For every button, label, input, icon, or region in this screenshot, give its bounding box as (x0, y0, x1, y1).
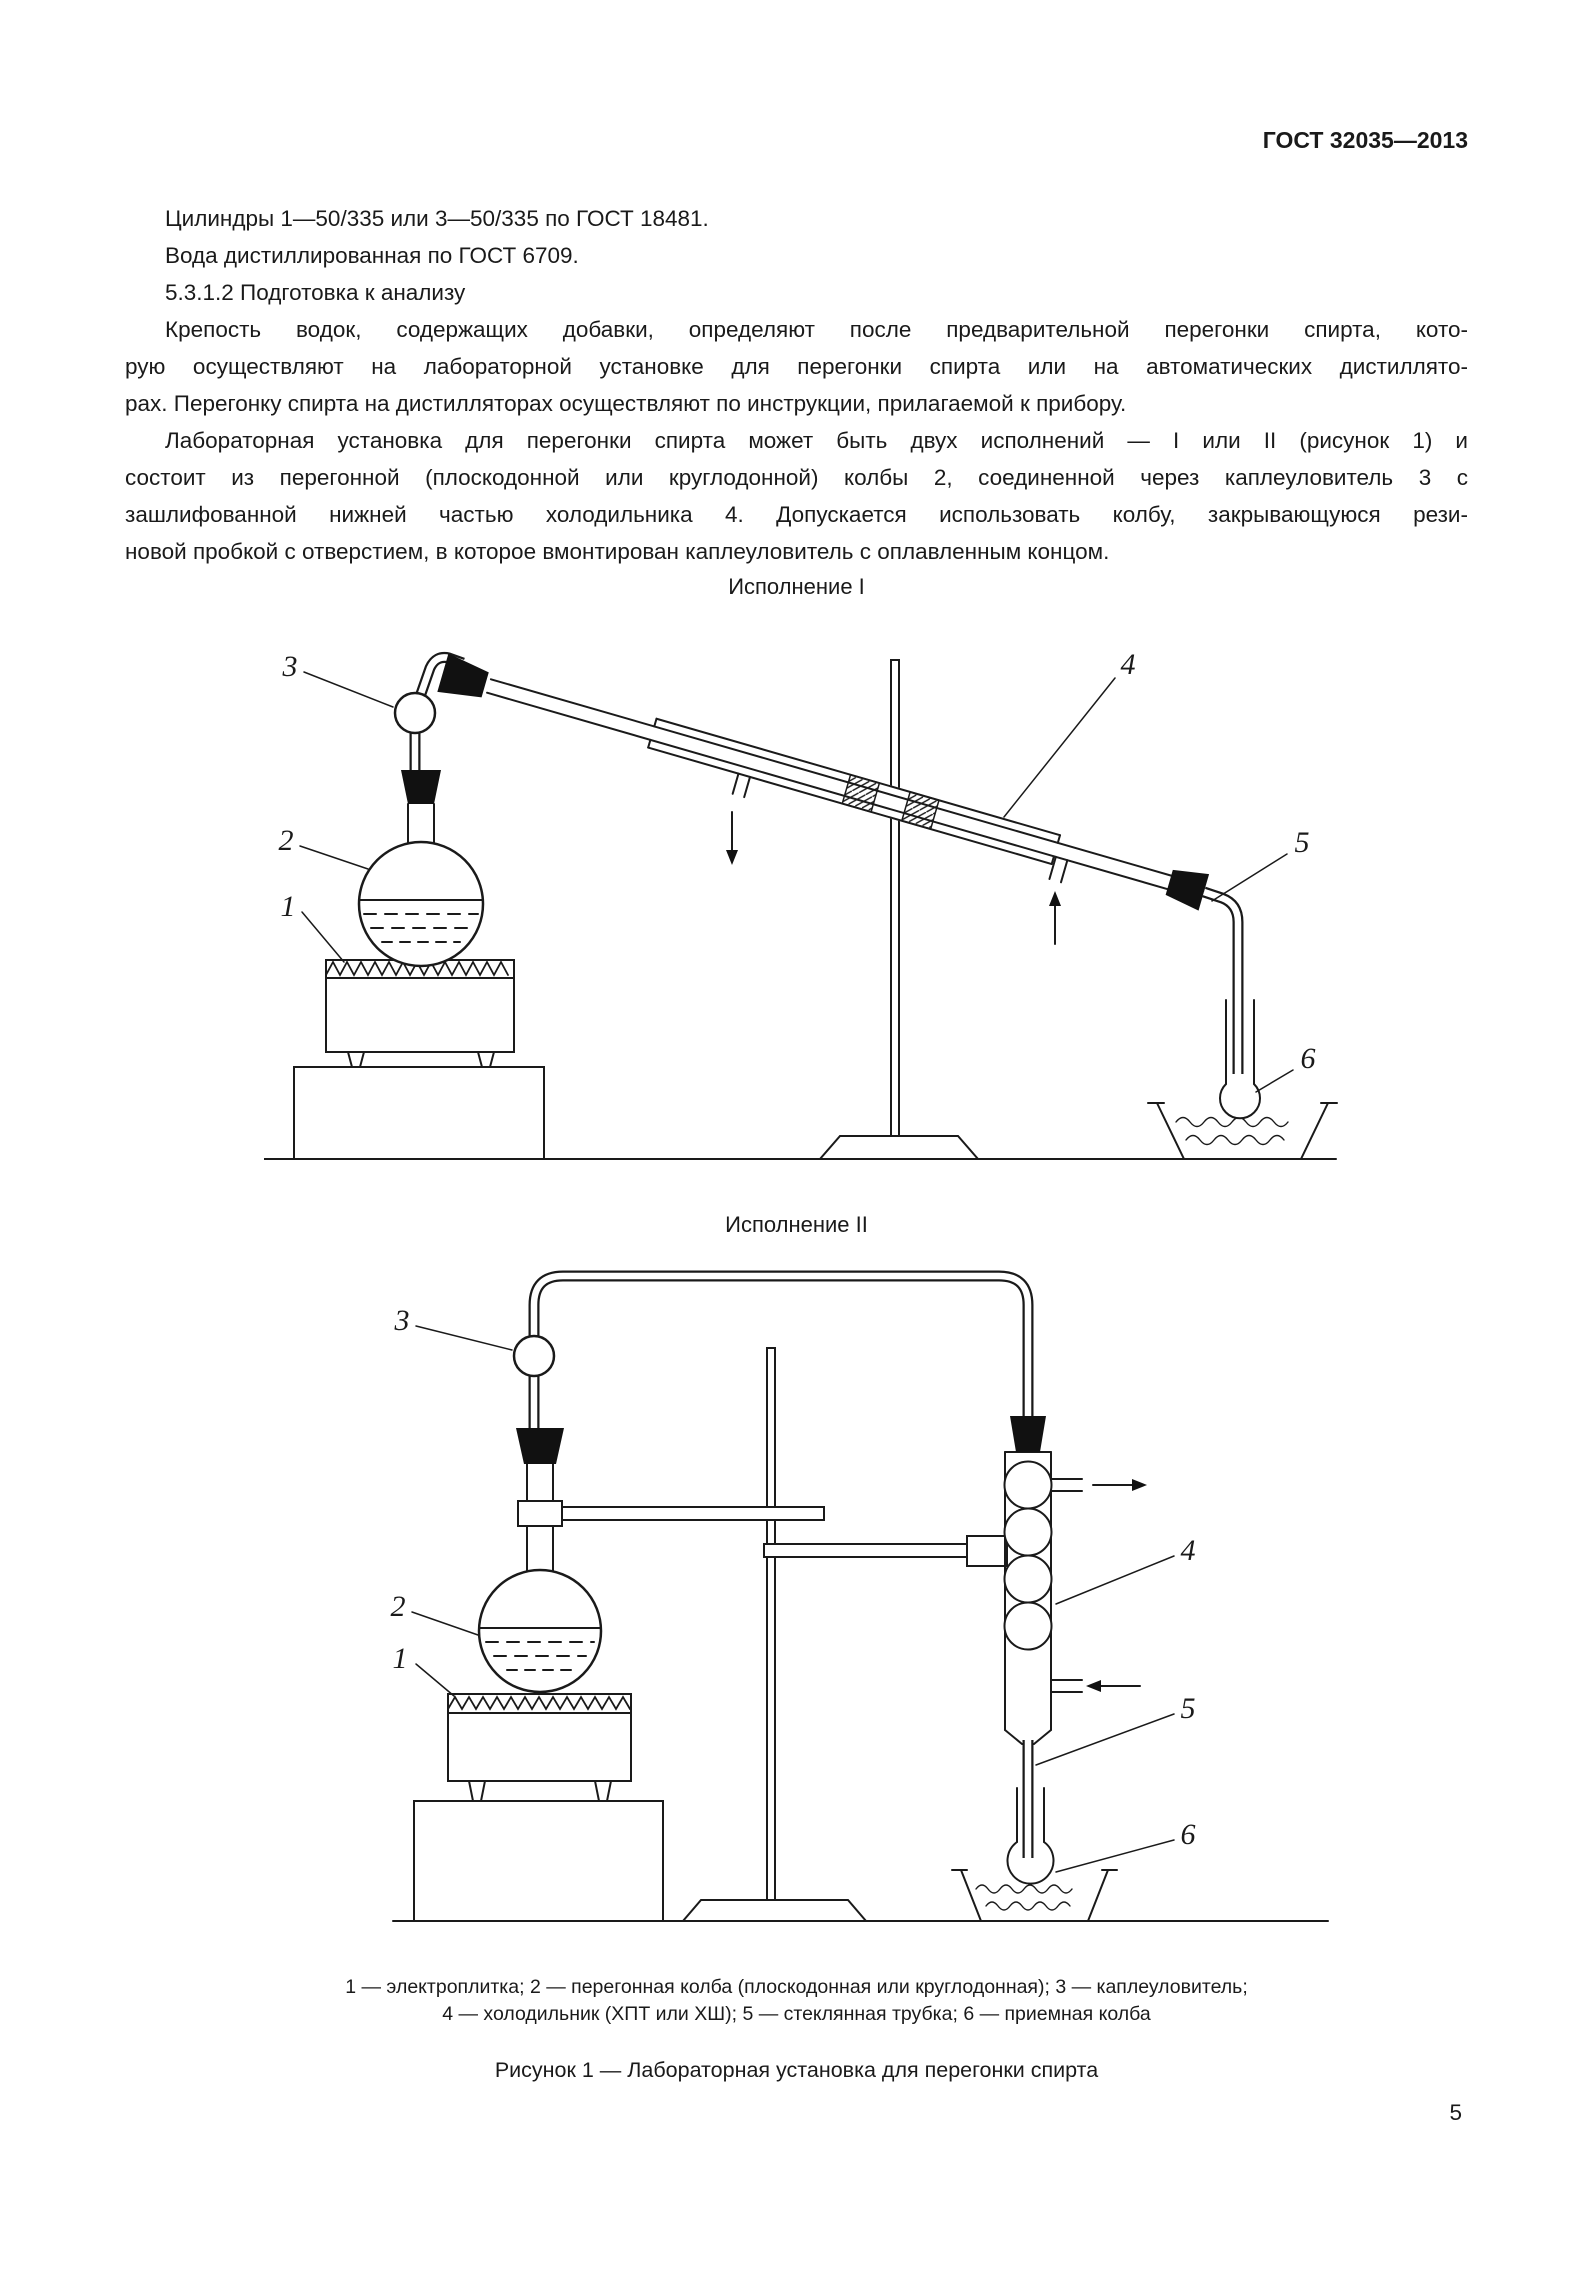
clamp-joint (900, 791, 940, 831)
stand (817, 659, 981, 1160)
body-line: Цилиндры 1—50/335 или 3—50/335 по ГОСТ 1… (165, 206, 709, 231)
part-label-3: 3 (394, 1304, 410, 1337)
execution-1-label: Исполнение I (728, 574, 865, 599)
water-flow-arrows (726, 811, 1061, 945)
arrow-right-icon (1132, 1479, 1147, 1491)
condenser-outlet-stopper (1165, 869, 1210, 911)
leader-lines (299, 671, 1294, 1093)
body-line: рах. Перегонку спирта на дистилляторах о… (125, 391, 1127, 416)
drop-catcher (393, 652, 465, 804)
condenser (437, 653, 1210, 911)
condenser-inlet-stopper (437, 653, 489, 698)
figure-caption: 1 — электроплитка; 2 — перегонная колба … (125, 1974, 1468, 2028)
ice-bath-dish (1147, 1102, 1338, 1160)
diagram-execution-1: 3 2 1 4 5 6 (264, 648, 1338, 1160)
body-line: состоит из перегонной (плоскодонной или … (125, 465, 1468, 490)
flask-stopper (401, 770, 441, 804)
flask-stopper (516, 1428, 564, 1464)
clamp-arm (763, 1543, 973, 1558)
part-label-2: 2 (391, 1590, 406, 1623)
body-line: рую осуществляют на лабораторной установ… (125, 354, 1468, 379)
body-line: зашлифованной нижней частью холодильника… (125, 502, 1468, 527)
part-label-6: 6 (1301, 1042, 1316, 1075)
body-line: новой пробкой с отверстием, в которое вм… (125, 539, 1110, 564)
hotplate (293, 959, 545, 1160)
diagram-execution-2: 3 2 1 4 5 6 (391, 1270, 1329, 1922)
part-label-4: 4 (1181, 1534, 1196, 1567)
hotplate (413, 1693, 664, 1922)
glass-tube (1202, 886, 1244, 1074)
stand (557, 1347, 1008, 1922)
neck-clamp (517, 1500, 563, 1527)
distillation-flask (357, 803, 485, 968)
clamp-joint (841, 773, 881, 813)
part-label-1: 1 (393, 1642, 408, 1675)
body-line: Лабораторная установка для перегонки спи… (165, 428, 1468, 453)
caption-line: 1 — электроплитка; 2 — перегонная колба … (345, 1976, 1248, 1998)
condenser-clamp (966, 1535, 1008, 1567)
part-label-5: 5 (1295, 826, 1310, 859)
doc-code: ГОСТ 32035—2013 (1262, 127, 1468, 153)
body-line: 5.3.1.2 Подготовка к анализу (165, 280, 466, 305)
execution-2-label: Исполнение II (725, 1212, 868, 1237)
drop-catcher (512, 1334, 564, 1464)
ice-bath-dish (951, 1869, 1118, 1922)
part-label-5: 5 (1181, 1692, 1196, 1725)
page-number: 5 (1449, 2100, 1462, 2125)
figure-title: Рисунок 1 — Лабораторная установка для п… (494, 2058, 1099, 2082)
body-line: Крепость водок, содержащих добавки, опре… (165, 317, 1468, 342)
distillation-flask (477, 1463, 603, 1694)
water-flow-arrows (1086, 1479, 1147, 1692)
part-label-1: 1 (281, 890, 296, 923)
arrow-left-icon (1086, 1680, 1101, 1692)
part-label-6: 6 (1181, 1818, 1196, 1851)
part-label-2: 2 (279, 824, 294, 857)
part-label-3: 3 (282, 650, 298, 683)
arrow-down-icon (726, 850, 738, 865)
body-text: Цилиндры 1—50/335 или 3—50/335 по ГОСТ 1… (125, 200, 1468, 570)
caption-line: 4 — холодильник (ХПТ или ХШ); 5 — стекля… (442, 2003, 1151, 2025)
condenser-stopper (1010, 1416, 1046, 1452)
part-label-4: 4 (1121, 648, 1136, 681)
body-line: Вода дистиллированная по ГОСТ 6709. (165, 243, 579, 268)
arrow-up-icon (1049, 891, 1061, 906)
clamp-arm (557, 1506, 825, 1521)
condenser (1003, 1416, 1083, 1745)
vapor-tube (528, 1270, 1034, 1432)
leader-lines (411, 1325, 1175, 1873)
